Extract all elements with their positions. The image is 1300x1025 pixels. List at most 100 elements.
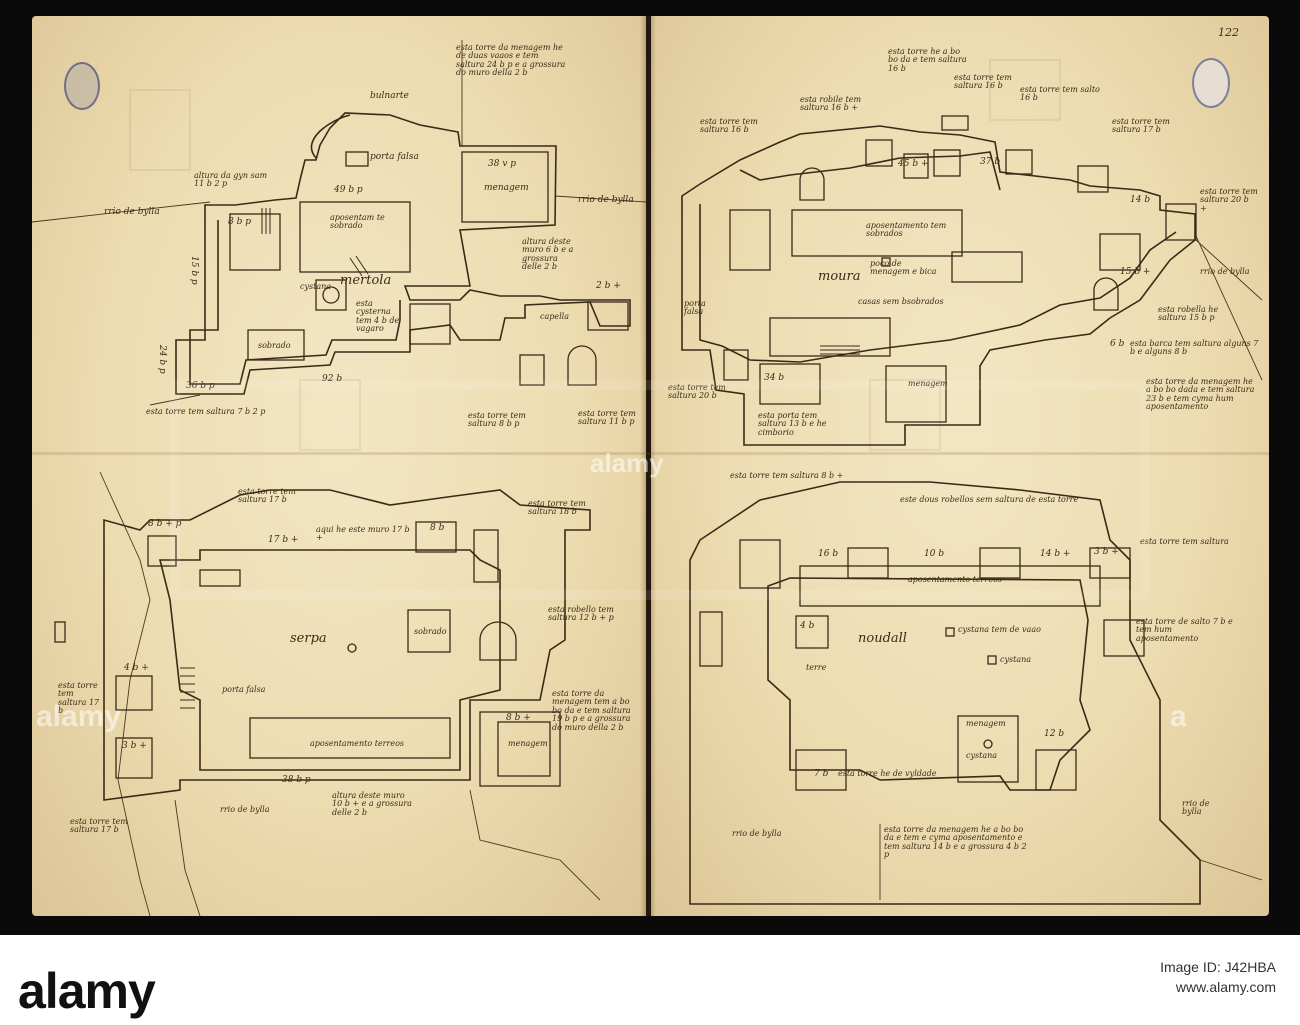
mertola-title: mertola xyxy=(340,273,392,288)
page-fold xyxy=(32,452,1269,455)
serpa-well-icon xyxy=(347,643,357,653)
moura-tower xyxy=(723,349,749,381)
noudal-tower xyxy=(795,615,829,649)
noudal-plan xyxy=(689,481,1263,905)
moura-south-range xyxy=(769,317,891,357)
moura-dim-d: 6 b xyxy=(1110,339,1125,349)
noudal-outer-wall xyxy=(689,481,1201,905)
noudal-cistern-icon xyxy=(987,655,997,665)
noudal-note3: esta torre tem saltura xyxy=(1140,537,1229,546)
noudal-title: noudall xyxy=(858,631,907,646)
moura-dim-f: 15 b + xyxy=(1120,267,1151,277)
serpa-note6: altura deste muro 10 b + e a grossura de… xyxy=(332,791,412,817)
mertola-outer-wall xyxy=(175,112,631,395)
moura-note3: esta torre he a bo bo da e tem saltura 1… xyxy=(888,47,967,73)
river-line xyxy=(1195,235,1263,381)
noudal-keep xyxy=(957,715,1019,783)
mertola-dim-right: 2 b + xyxy=(596,281,621,291)
serpa-dim-left2: 3 b + xyxy=(122,741,147,751)
serpa-note7: esta torre tem saltura 17 b xyxy=(58,681,100,716)
serpa-note2: esta torre tem saltura 18 b xyxy=(528,499,586,517)
serpa-keep-inner xyxy=(497,721,551,777)
mertola-keep xyxy=(461,151,549,223)
serpa-tower xyxy=(115,675,153,711)
noudal-note-top: esta torre tem saltura 8 b + xyxy=(730,471,844,480)
serpa-dim-left1: 4 b + xyxy=(124,663,149,673)
noudal-cystana1: cystana tem de vaao xyxy=(958,625,1041,634)
serpa-title: serpa xyxy=(290,631,327,646)
noudal-apse xyxy=(847,547,889,579)
mertola-river-right: rrio de bylla xyxy=(578,195,634,205)
noudal-river1: rrio de bylla xyxy=(732,829,782,838)
moura-tower xyxy=(1005,149,1033,175)
moura-note7: esta torre tem saltura 20 b + xyxy=(1200,187,1258,213)
moura-note4: esta torre tem saltura 16 b xyxy=(954,73,1012,91)
mertola-dim-keep: 38 v p xyxy=(488,159,517,169)
stair xyxy=(355,255,369,275)
moura-plan xyxy=(681,115,1263,446)
noudal-dim-e: 4 b xyxy=(800,621,815,631)
moura-title: moura xyxy=(818,269,861,284)
moura-dim-e: 34 b xyxy=(764,373,785,383)
moura-note11: esta torre tem saltura 20 b xyxy=(668,383,726,401)
serpa-aposentamento: aposentamento terreos xyxy=(310,739,404,748)
image-id-label: Image ID: J42HBA xyxy=(1160,959,1276,975)
mertola-inner-wall xyxy=(189,220,401,385)
moura-keep xyxy=(885,365,947,423)
serpa-river: rrio de bylla xyxy=(220,805,270,814)
mertola-river-left: rrio de bylla xyxy=(104,207,160,217)
serpa-sobrado: sobrado xyxy=(414,627,447,636)
mertola-dim-left1: 8 b p xyxy=(228,217,251,227)
moura-casas: casas sem bsobrados xyxy=(858,297,944,306)
mertola-sobrado xyxy=(247,329,305,361)
stair xyxy=(349,257,363,277)
serpa-dim-top2: 17 b + xyxy=(268,535,299,545)
left-page xyxy=(32,16,646,916)
noudal-river2: rrio de bylla xyxy=(1182,799,1210,817)
serpa-note3: aqui he este muro 17 b + xyxy=(316,525,410,543)
moura-poco: poco de menagem e bica xyxy=(870,259,937,277)
river-line xyxy=(1199,859,1263,881)
river-line-left xyxy=(31,201,211,223)
mertola-note-muro: altura deste muro 6 b e a grossura delle… xyxy=(522,237,574,272)
river-line-right xyxy=(554,195,647,203)
serpa-menagem: menagem xyxy=(508,739,548,748)
serpa-river-edge xyxy=(174,799,201,917)
river-line xyxy=(1195,239,1263,301)
watermark-left: alamy xyxy=(36,700,122,733)
noudal-note4: esta torre de salto 7 b e tem hum aposen… xyxy=(1136,617,1233,643)
mertola-lodging-block xyxy=(299,201,411,273)
mertola-dim-left3: 24 b p xyxy=(157,345,167,374)
footer-brand-logo[interactable]: alamy xyxy=(18,963,156,1019)
noudal-cistern-icon xyxy=(945,627,955,637)
serpa-tower xyxy=(115,737,153,779)
moura-aposentamento: aposentamento tem sobrados xyxy=(866,221,947,239)
mertola-note-keep: esta torre da menagem he de duas vaaos e… xyxy=(456,43,566,78)
mertola-note-cyst: esta cysterna tem 4 b de vagaro xyxy=(356,299,400,334)
noudal-dim-f: 12 b xyxy=(1044,729,1065,739)
footer-url[interactable]: www.alamy.com xyxy=(1175,978,1276,995)
mertola-note-bottom3: esta torre tem saltura 11 b p xyxy=(578,409,636,427)
footer-bar xyxy=(0,935,1300,1025)
mertola-room xyxy=(229,213,281,271)
serpa-note8: esta torre tem saltura 17 b xyxy=(70,817,128,835)
serpa-outer-wall xyxy=(103,489,591,801)
mertola-false-gate xyxy=(345,151,369,167)
moura-gate-icon xyxy=(941,115,969,131)
mertola-chapel-block xyxy=(409,303,451,345)
library-stamp-icon xyxy=(64,62,100,110)
noudal-outwork xyxy=(699,611,723,667)
moura-note12: esta porta tem saltura 13 b e he cimbori… xyxy=(758,411,827,437)
moura-gate-block xyxy=(759,363,821,405)
noudal-lodging xyxy=(799,565,1101,607)
mertola-sobrado: sobrado xyxy=(258,341,291,350)
moura-dim-a: 45 b + xyxy=(898,159,929,169)
serpa-tower xyxy=(415,521,457,553)
mertola-bulwark-label: bulnarte xyxy=(370,91,409,101)
mertola-bulwark-curve xyxy=(310,114,351,159)
mertola-note-altura: altura da gyn sam 11 b 2 p xyxy=(194,171,268,189)
mertola-cystana: cystana xyxy=(300,282,332,291)
mertola-plan xyxy=(31,40,647,406)
noudal-apse xyxy=(979,547,1021,579)
noudal-dim-a: 16 b xyxy=(818,549,839,559)
